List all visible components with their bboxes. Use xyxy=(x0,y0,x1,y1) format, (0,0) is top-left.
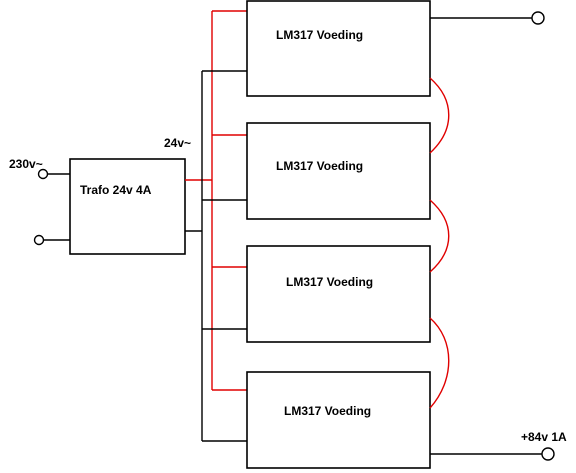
series-links xyxy=(429,77,450,409)
secondary-voltage-label: 24v~ xyxy=(164,136,191,150)
regulator-4: LM317 Voeding xyxy=(246,371,431,469)
regulator-label-3: LM317 Voeding xyxy=(286,275,373,289)
transformer-label: Trafo 24v 4A xyxy=(80,183,152,197)
regulator-box-4 xyxy=(246,371,431,469)
regulator-1: LM317 Voeding xyxy=(246,0,431,97)
input-terminal-bottom xyxy=(33,234,45,246)
series-link-1-2 xyxy=(429,77,450,154)
regulator-label-2: LM317 Voeding xyxy=(276,159,363,173)
input-wiring xyxy=(33,168,70,246)
input-voltage-label: 230v~ xyxy=(9,157,43,171)
output-wiring xyxy=(430,11,555,461)
regulator-label-1: LM317 Voeding xyxy=(276,28,363,42)
output-terminal-top xyxy=(531,11,545,25)
regulator-box-1 xyxy=(246,0,431,97)
regulator-3: LM317 Voeding xyxy=(246,245,431,343)
input-terminal-top xyxy=(37,168,49,180)
transformer-box xyxy=(69,158,186,255)
regulator-2: LM317 Voeding xyxy=(246,122,431,220)
output-voltage-label: +84v 1A xyxy=(521,430,567,444)
series-link-2-3 xyxy=(429,199,450,273)
regulator-box-3 xyxy=(246,245,431,343)
series-link-3-4 xyxy=(429,317,450,409)
output-terminal-bottom xyxy=(541,447,555,461)
transformer: Trafo 24v 4A xyxy=(69,158,186,255)
black-ac-bus xyxy=(185,70,247,442)
regulator-box-2 xyxy=(246,122,431,220)
regulator-label-4: LM317 Voeding xyxy=(284,404,371,418)
